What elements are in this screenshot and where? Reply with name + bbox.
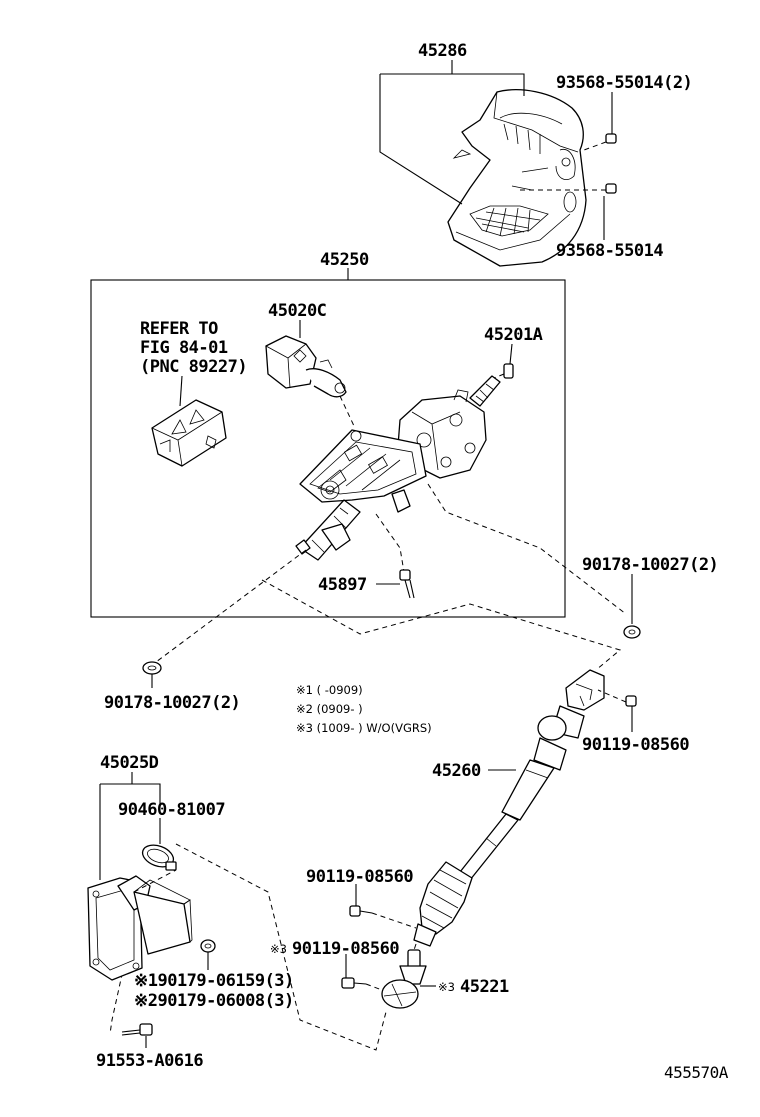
lock-assy <box>265 335 355 427</box>
refer-line-3: (PNC 89227) <box>140 357 247 377</box>
seal-nut <box>200 939 216 953</box>
clamp <box>141 844 177 871</box>
bolt-upper-joint <box>597 689 637 707</box>
label-cover-screw-2: 93568-55014(2) <box>556 73 692 93</box>
label-column-assy: 45250 <box>320 250 369 270</box>
spacer <box>493 363 514 379</box>
label-spacer: 45201A <box>484 325 543 345</box>
note-3: ※3 (1009- ) W/O(VGRS) <box>296 721 432 735</box>
label-bolt-lower-mark: ※3 <box>270 942 287 956</box>
label-cover: 45286 <box>418 41 467 61</box>
label-bolt-mid: 90119-08560 <box>306 867 413 887</box>
figure-id: 455570A <box>664 1063 729 1082</box>
column-cover <box>447 89 587 267</box>
refer-line-1: REFER TO <box>140 319 218 339</box>
nut-right <box>623 625 641 639</box>
label-bolt-lower: 90119-08560 <box>292 939 399 959</box>
bolt-45897 <box>399 569 415 599</box>
cover-screw-upper <box>583 133 617 151</box>
nut-left <box>142 661 162 675</box>
bolt-lower <box>341 977 383 991</box>
label-seal-assy: 45025D <box>100 753 159 773</box>
column-assy-box <box>90 279 566 618</box>
seal-bolt <box>121 1023 153 1036</box>
label-bolt-45897: 45897 <box>318 575 367 595</box>
label-seal-nut-2: ※290179-06008(3) <box>134 991 294 1011</box>
label-cover-screw: 93568-55014 <box>556 241 663 261</box>
label-shaft: 45260 <box>432 761 481 781</box>
label-nut-left: 90178-10027(2) <box>104 693 240 713</box>
note-1: ※1 ( -0909) <box>296 683 363 697</box>
label-bolt-upper-joint: 90119-08560 <box>582 735 689 755</box>
label-joint-lower-mark: ※3 <box>438 980 455 994</box>
label-joint-lower: 45221 <box>460 977 509 997</box>
bolt-mid <box>349 905 417 929</box>
cover-screw-lower <box>520 183 617 194</box>
label-seal-nut-1: ※190179-06159(3) <box>134 971 294 991</box>
hole-cover-seal <box>87 869 193 981</box>
note-2: ※2 (0909- ) <box>296 702 363 716</box>
label-clamp: 90460-81007 <box>118 800 225 820</box>
label-nut-right: 90178-10027(2) <box>582 555 718 575</box>
ecu-module <box>151 399 227 467</box>
label-lock: 45020C <box>268 301 326 321</box>
intermediate-shaft <box>413 669 605 947</box>
lower-joint <box>381 943 427 1009</box>
refer-line-2: FIG 84-01 <box>140 338 228 358</box>
steering-column <box>295 375 501 561</box>
label-seal-bolt: 91553-A0616 <box>96 1051 203 1071</box>
